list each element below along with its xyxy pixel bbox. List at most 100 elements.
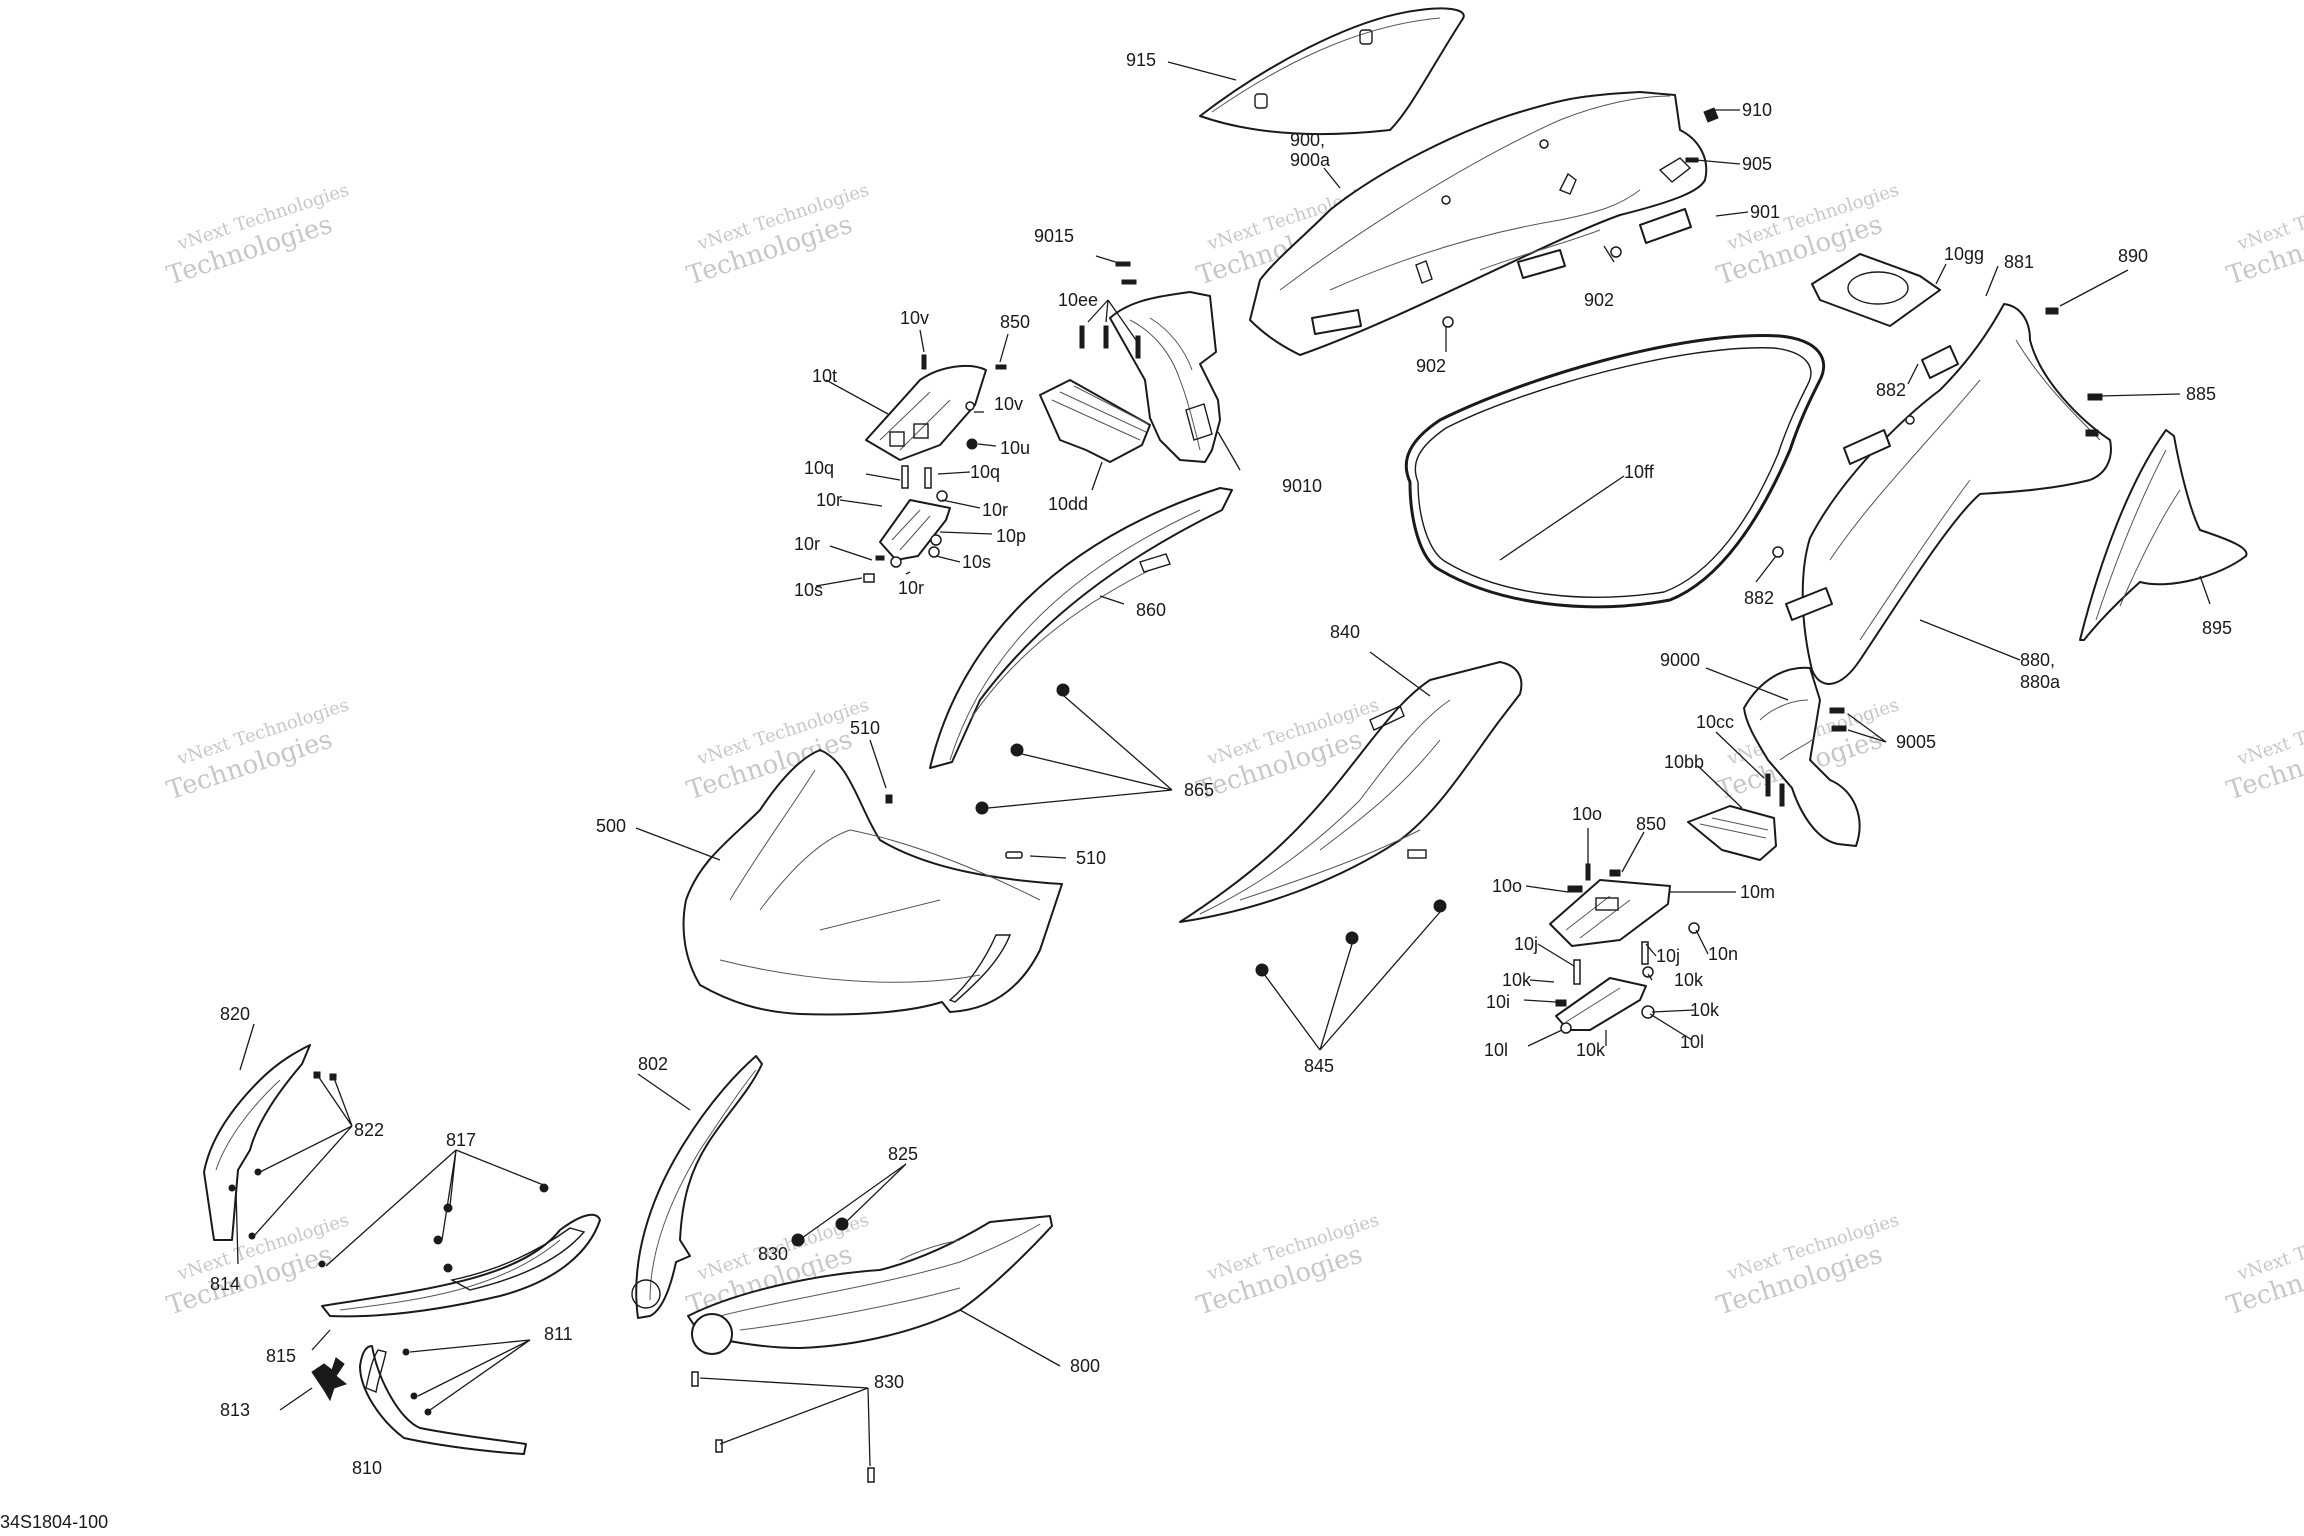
callout-10u: 10u (1000, 438, 1030, 458)
part-900-side-panel (1249, 91, 1708, 356)
callout-9000: 9000 (1660, 650, 1700, 670)
callout-10m: 10m (1740, 882, 1775, 902)
part-10m-bracket (1549, 879, 1671, 947)
part-9010-console (1109, 291, 1221, 463)
callout-labels: 915 910 905 900, 900a 901 902 902 9015 1… (210, 50, 2232, 1478)
callout-10k: 10k (1576, 1040, 1606, 1060)
part-895-fin (2079, 429, 2248, 641)
callout-895: 895 (2202, 618, 2232, 638)
callout-900a: 900a (1290, 150, 1331, 170)
callout-10s: 10s (962, 552, 991, 572)
callout-10o: 10o (1492, 876, 1522, 896)
part-860-trim (929, 487, 1233, 769)
part-802-front-bracket (631, 1055, 763, 1319)
callout-10l: 10l (1680, 1032, 1704, 1052)
callout-510: 510 (1076, 848, 1106, 868)
callout-840: 840 (1330, 622, 1360, 642)
callout-10v: 10v (900, 308, 929, 328)
callout-10j: 10j (1656, 946, 1680, 966)
callout-10j: 10j (1514, 934, 1538, 954)
callout-10v: 10v (994, 394, 1023, 414)
part-10dd-pad (1039, 379, 1151, 463)
part-815-lower-trim (321, 1213, 601, 1318)
callout-10r: 10r (982, 500, 1008, 520)
callout-800: 800 (1070, 1356, 1100, 1376)
callout-880a: 880a (2020, 672, 2061, 692)
callout-10r: 10r (794, 534, 820, 554)
part-810-bottom-trim (359, 1345, 527, 1455)
callout-10q: 10q (804, 458, 834, 478)
callout-850: 850 (1636, 814, 1666, 834)
part-500-front-hood (682, 749, 1063, 1016)
hardware-865-rivets (975, 683, 1070, 815)
callout-10i: 10i (1486, 992, 1510, 1012)
part-880-side-panel (1772, 303, 2112, 685)
callout-10dd: 10dd (1048, 494, 1088, 514)
callout-10gg: 10gg (1944, 244, 1984, 264)
callout-10k: 10k (1502, 970, 1532, 990)
callout-905: 905 (1742, 154, 1772, 174)
callout-10t: 10t (812, 366, 837, 386)
callout-910: 910 (1742, 100, 1772, 120)
callout-10l: 10l (1484, 1040, 1508, 1060)
callout-10o: 10o (1572, 804, 1602, 824)
callout-830: 830 (758, 1244, 788, 1264)
hardware-845-rivets (1255, 899, 1447, 977)
part-915-panel (1199, 7, 1465, 136)
part-800-lower-body (687, 1215, 1053, 1355)
part-10t-bracket (865, 364, 987, 461)
callout-882: 882 (1876, 380, 1906, 400)
callout-811: 811 (544, 1324, 573, 1344)
part-840-side-panel (1179, 661, 1523, 923)
callout-10r: 10r (898, 578, 924, 598)
callout-9015: 9015 (1034, 226, 1074, 246)
callout-9010: 9010 (1282, 476, 1322, 496)
callout-10ee: 10ee (1058, 290, 1098, 310)
callout-860: 860 (1136, 600, 1166, 620)
callout-10cc: 10cc (1696, 712, 1734, 732)
callout-10ff: 10ff (1624, 462, 1655, 482)
callout-10k: 10k (1674, 970, 1704, 990)
callout-802: 802 (638, 1054, 668, 1074)
callout-822: 822 (354, 1120, 384, 1140)
callout-500: 500 (596, 816, 626, 836)
part-10gg-plate (1811, 253, 1941, 327)
callout-10p: 10p (996, 526, 1026, 546)
callout-845: 845 (1304, 1056, 1334, 1076)
callout-900: 900, (1290, 130, 1325, 150)
hardware-890-885 (2045, 307, 2103, 437)
part-9000-console (1743, 666, 1861, 847)
callout-820: 820 (220, 1004, 250, 1024)
callout-815: 815 (266, 1346, 296, 1366)
hardware-811 (402, 1348, 432, 1416)
callout-817: 817 (446, 1130, 476, 1150)
callout-830: 830 (874, 1372, 904, 1392)
callout-881: 881 (2004, 252, 2034, 272)
part-10i-bracket (1555, 977, 1647, 1031)
hardware-10m-group (1555, 707, 1847, 1034)
callout-890: 890 (2118, 246, 2148, 266)
callout-880: 880, (2020, 650, 2055, 670)
part-813-clip (311, 1357, 348, 1402)
part-10ff-seal (1404, 334, 1826, 609)
callout-902: 902 (1416, 356, 1446, 376)
hardware-510 (885, 794, 1023, 859)
callout-10n: 10n (1708, 944, 1738, 964)
callout-885: 885 (2186, 384, 2216, 404)
callout-10q: 10q (970, 462, 1000, 482)
callout-882: 882 (1744, 588, 1774, 608)
part-910-905-clips (1685, 107, 1719, 163)
hardware-822-814 (228, 1071, 337, 1268)
callout-10k: 10k (1690, 1000, 1720, 1020)
callout-901: 901 (1750, 202, 1780, 222)
callout-9005: 9005 (1896, 732, 1936, 752)
callout-810: 810 (352, 1458, 382, 1478)
callout-850: 850 (1000, 312, 1030, 332)
hardware-825-830 (691, 1217, 875, 1483)
leader-lines (235, 61, 2211, 1467)
callout-10s: 10s (794, 580, 823, 600)
callout-814: 814 (210, 1274, 240, 1294)
hardware-10-group (863, 261, 1141, 583)
callout-865: 865 (1184, 780, 1214, 800)
